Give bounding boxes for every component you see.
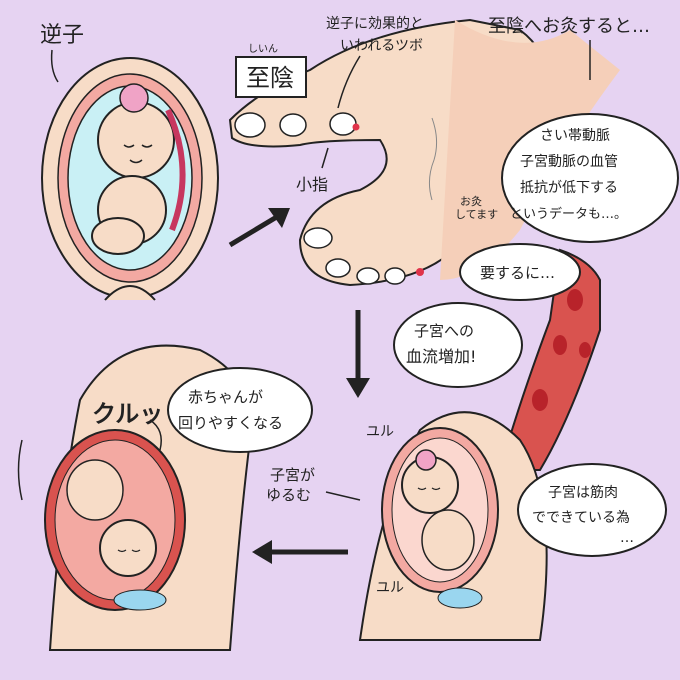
shiin-reading: しいん (248, 43, 278, 55)
turn-bubble-line1: 赤ちゃんが (188, 388, 263, 406)
uterus-relax-line1: 子宮が (270, 466, 315, 484)
kururi-label: クルッ (92, 400, 163, 428)
blood-flow-bubble (393, 302, 523, 388)
arrow-down-head (346, 378, 370, 398)
shiin-name: 至陰 (246, 64, 294, 92)
moxa-point-icon (416, 268, 424, 276)
blood-flow-line1: 子宮への (414, 322, 474, 340)
data-bubble-line1: さい帯動脈 (540, 128, 610, 144)
blood-vessel-figure (498, 248, 601, 471)
moxa-note-line2: してます (455, 208, 498, 221)
uterus-relax-pointer (325, 491, 361, 501)
data-bubble-line3: 抵抗が低下する (520, 180, 618, 196)
shiin-point-icon (352, 123, 360, 131)
relaxing-uterus-figure (358, 411, 548, 641)
breech-uterus-figure (41, 57, 219, 301)
moxa-note-line1: お灸 (460, 194, 482, 208)
turn-bubble-line2: 回りやすくなる (178, 414, 283, 432)
summary-bubble-text: 要するに… (480, 264, 555, 282)
shiin-name-box (235, 56, 307, 98)
muscle-bubble-line2: でできている為 (532, 510, 630, 526)
arrow-left-head (252, 540, 272, 564)
acupoint-desc-line2: いわれるツボ (340, 38, 423, 54)
little-toe-pointer (321, 147, 329, 169)
little-toe-label: 小指 (296, 175, 328, 194)
muscle-bubble (517, 463, 667, 557)
turn-bubble (167, 367, 313, 453)
uterus-relax-line2: ゆるむ (266, 486, 311, 504)
arrow-to-foot-head (268, 208, 290, 228)
summary-bubble (459, 243, 581, 301)
blood-flow-line2: 血流増加! (406, 347, 476, 366)
muscle-bubble-line1: 子宮は筋肉 (548, 484, 618, 501)
muscle-bubble-line3: … (620, 530, 634, 546)
data-bubble (501, 113, 679, 243)
yuru-bottom-label: ユル (376, 580, 404, 596)
breech-pointer (50, 49, 59, 83)
acupoint-desc-line1: 逆子に効果的と (326, 16, 424, 32)
breech-label: 逆子 (40, 23, 84, 48)
data-bubble-line2: 子宮動脈の血管 (520, 154, 618, 170)
acupoint-pointer (337, 55, 361, 109)
moxa-heading: 至陰へお灸すると… (488, 16, 650, 37)
yuru-top-label: ユル (366, 424, 394, 440)
data-bubble-line4: というデータも…。 (510, 206, 627, 222)
